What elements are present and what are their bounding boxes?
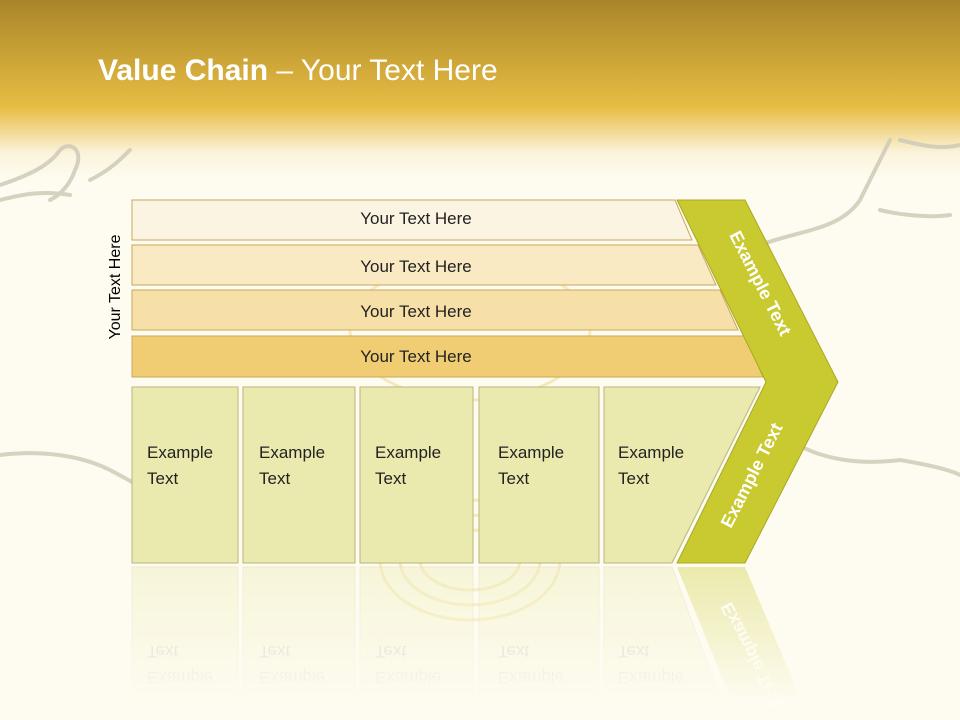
- primary-box-5-line2: Text: [618, 469, 649, 488]
- diagram-reflection: Example Text Example Text Example Text E…: [120, 565, 840, 710]
- primary-box-3-line1: Example: [375, 443, 441, 462]
- primary-box-1-line1: Example: [147, 443, 213, 462]
- title-rest: – Your Text Here: [268, 54, 498, 87]
- page-title: Value Chain – Your Text Here: [98, 54, 498, 88]
- primary-box-2-line2: Text: [259, 469, 290, 488]
- support-row-3-label: Your Text Here: [360, 302, 472, 321]
- primary-box-3: Example Text: [359, 386, 474, 564]
- support-row-3: Your Text Here: [131, 289, 739, 331]
- primary-box-5: Example Text: [603, 386, 761, 564]
- support-row-4-label: Your Text Here: [360, 347, 472, 366]
- support-row-4: Your Text Here: [131, 335, 764, 378]
- primary-box-4-line1: Example: [498, 443, 564, 462]
- primary-box-2: Example Text: [242, 386, 356, 564]
- primary-box-1: Example Text: [131, 386, 239, 564]
- support-row-2-label: Your Text Here: [360, 257, 472, 276]
- primary-box-4-line2: Text: [498, 469, 529, 488]
- side-label: Your Text Here: [107, 234, 124, 340]
- support-row-1-label: Your Text Here: [360, 209, 472, 228]
- support-row-1: Your Text Here: [131, 199, 693, 241]
- title-bold: Value Chain: [98, 54, 269, 87]
- primary-box-2-line1: Example: [259, 443, 325, 462]
- support-row-2: Your Text Here: [131, 244, 717, 286]
- primary-box-1-line2: Text: [147, 469, 178, 488]
- header-band: [0, 0, 960, 180]
- primary-box-4: Example Text: [478, 386, 600, 564]
- primary-box-5-line1: Example: [618, 443, 684, 462]
- primary-box-3-line2: Text: [375, 469, 406, 488]
